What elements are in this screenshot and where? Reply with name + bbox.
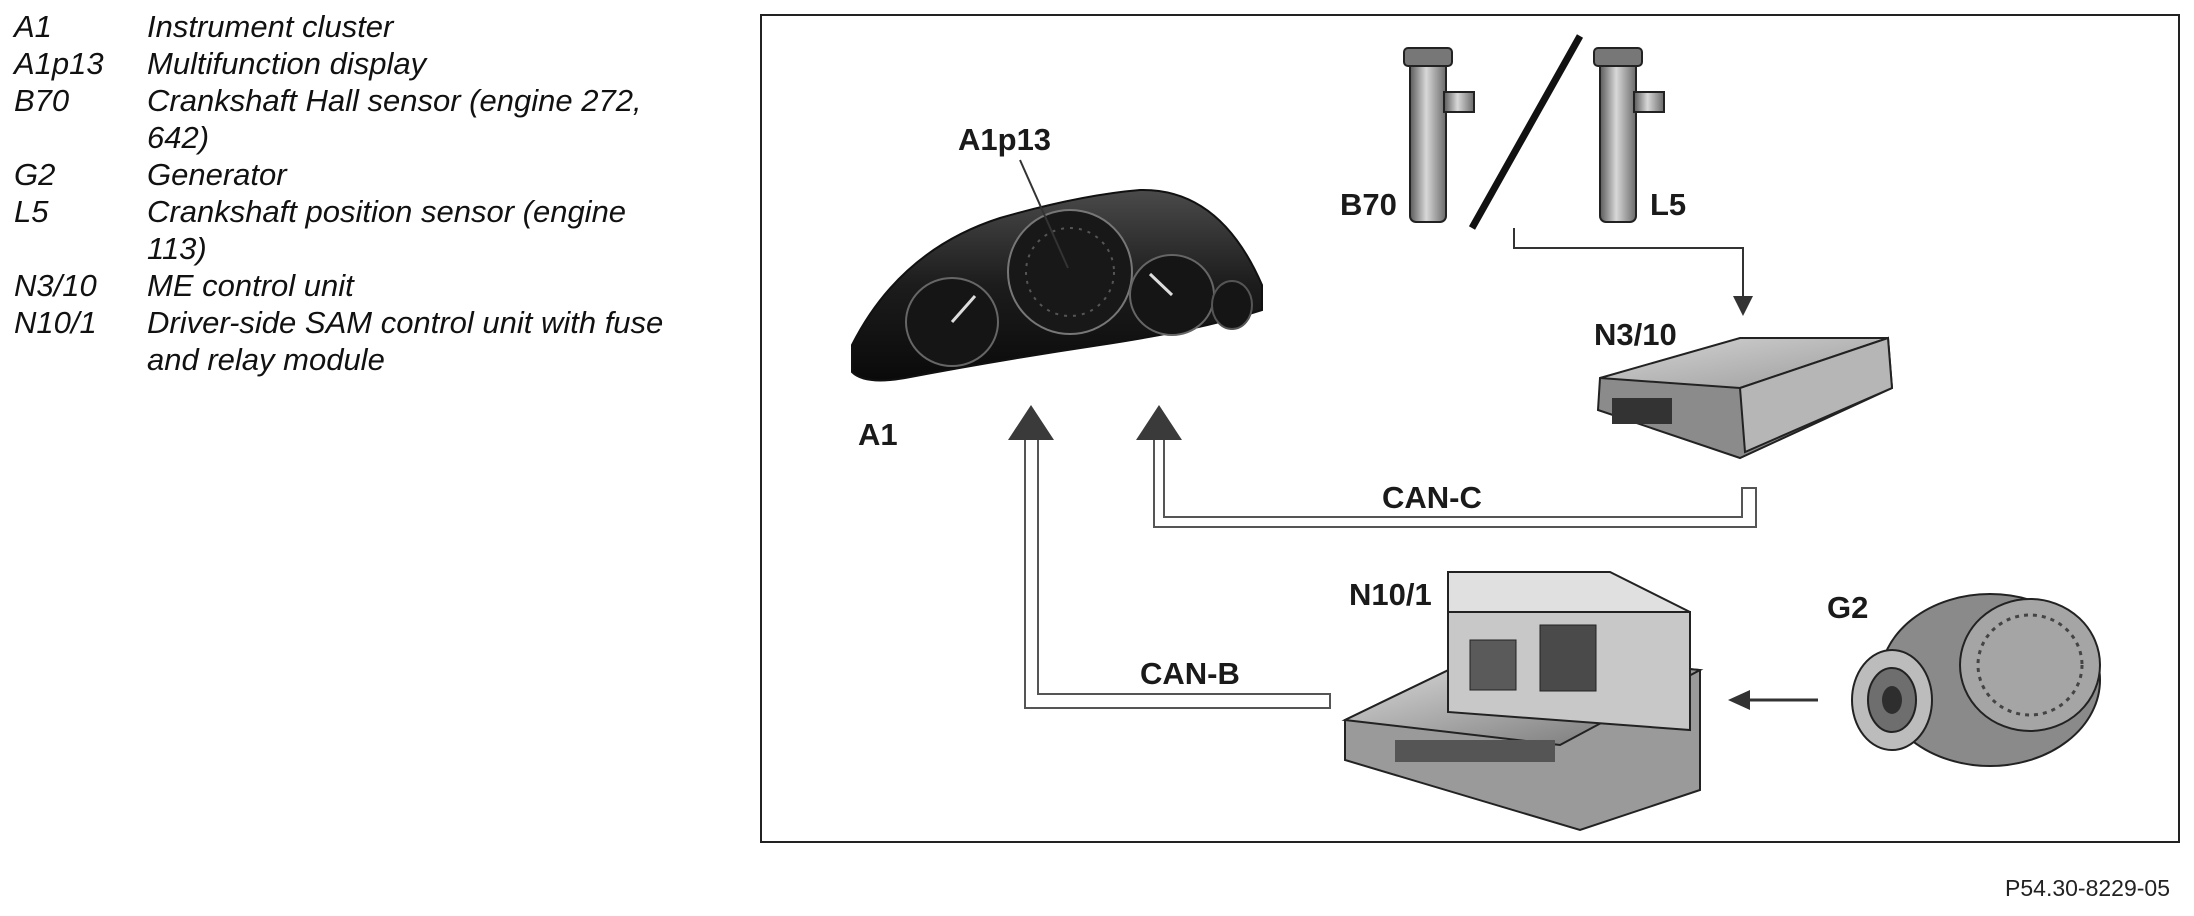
legend-item-a1: A1 Instrument cluster (14, 8, 714, 45)
legend-item-l5: L5 Crankshaft position sensor (engine 11… (14, 193, 714, 267)
crankshaft-hall-sensor (1403, 47, 1475, 223)
legend-code: A1p13 (14, 46, 104, 81)
legend-desc: Crankshaft Hall sensor (engine 272, 642) (147, 83, 642, 155)
can-c-bus (1136, 405, 1757, 528)
legend-desc: Multifunction display (147, 46, 427, 81)
label-a1p13: A1p13 (958, 122, 1051, 157)
legend-desc: ME control unit (147, 268, 354, 303)
legend-item-g2: G2 Generator (14, 156, 714, 193)
legend-code: A1 (14, 9, 52, 44)
legend-code: N3/10 (14, 268, 97, 303)
legend-item-n10-1: N10/1 Driver-side SAM control unit with … (14, 304, 714, 378)
legend-code: L5 (14, 194, 49, 229)
label-a1: A1 (858, 417, 898, 452)
divider-slash (1468, 34, 1584, 230)
label-g2: G2 (1827, 590, 1868, 625)
me-control-unit (1596, 336, 1894, 460)
label-can-c: CAN-C (1382, 480, 1482, 515)
crankshaft-position-sensor (1593, 47, 1665, 223)
diagram-frame (760, 14, 2180, 843)
label-can-b: CAN-B (1140, 656, 1240, 691)
label-l5: L5 (1650, 187, 1686, 222)
arrow-up-icon (1008, 405, 1054, 440)
legend-desc: Driver-side SAM control unit with fuse a… (147, 305, 664, 377)
generator (1851, 593, 2101, 767)
legend-desc: Instrument cluster (147, 9, 394, 44)
legend-desc: Crankshaft position sensor (engine 113) (147, 194, 627, 266)
arrow-left-icon (1728, 690, 1750, 710)
label-b70: B70 (1340, 187, 1397, 222)
can-b-bus (1008, 405, 1331, 709)
legend-item-n3-10: N3/10 ME control unit (14, 267, 714, 304)
figure-reference: P54.30-8229-05 (2005, 875, 2170, 901)
sam-control-unit (1341, 571, 1704, 832)
instrument-cluster (851, 159, 1263, 382)
legend-code: B70 (14, 83, 70, 118)
arrow-down-icon (1733, 296, 1753, 316)
legend-desc: Generator (147, 157, 287, 192)
legend-code: N10/1 (14, 305, 97, 340)
legend-item-a1p13: A1p13 Multifunction display (14, 45, 714, 82)
label-n3-10: N3/10 (1594, 317, 1677, 352)
legend: A1 Instrument cluster A1p13 Multifunctio… (14, 8, 714, 378)
legend-code: G2 (14, 157, 56, 192)
arrow-up-icon (1136, 405, 1182, 440)
label-n10-1: N10/1 (1349, 577, 1432, 612)
legend-item-b70: B70 Crankshaft Hall sensor (engine 272, … (14, 82, 714, 156)
